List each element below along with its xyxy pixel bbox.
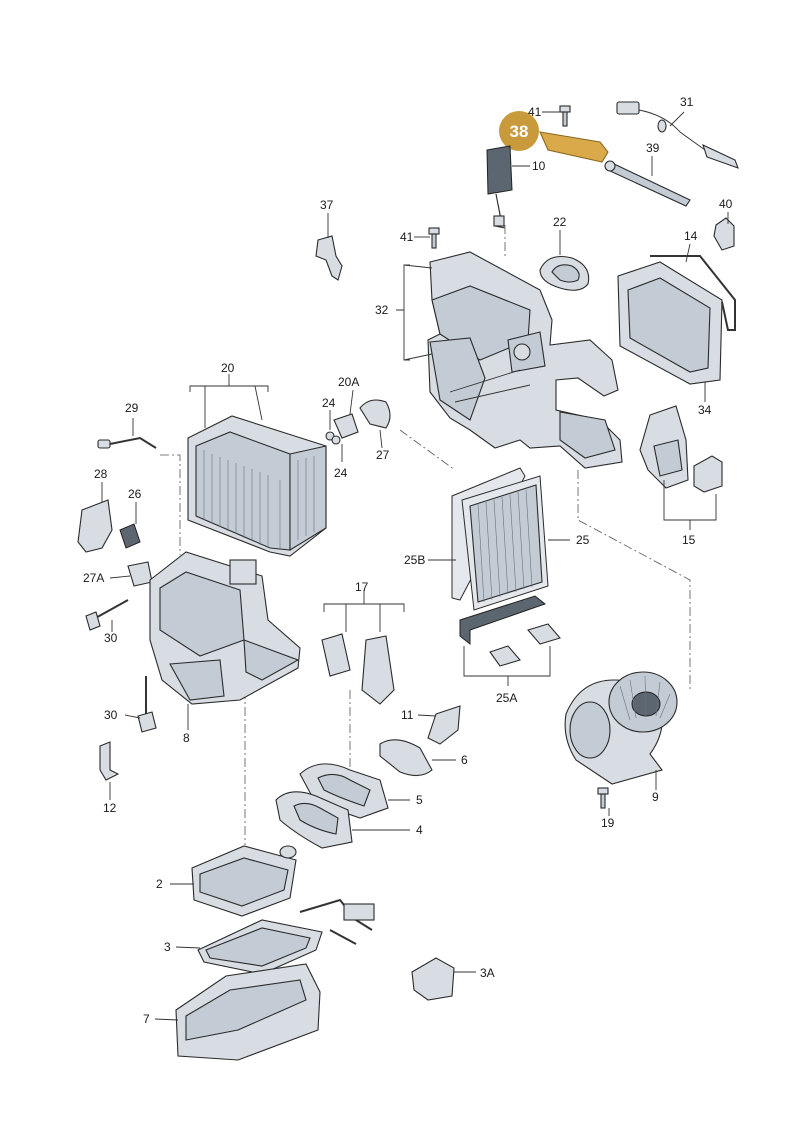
part-7-housing[interactable] [175, 963, 321, 1061]
callout-26: 26 [128, 487, 142, 501]
part-27[interactable] [359, 399, 391, 429]
callout-39: 39 [646, 141, 660, 155]
callout-4: 4 [416, 823, 423, 837]
callout-37: 37 [320, 198, 334, 212]
part-19-screw[interactable] [597, 787, 609, 809]
callout-20: 20 [221, 361, 235, 375]
part-38-badge [499, 111, 539, 151]
callout-5: 5 [416, 793, 423, 807]
part-14[interactable] [617, 255, 736, 385]
part-12[interactable] [99, 741, 120, 781]
callout-6: 6 [461, 753, 468, 767]
part-37[interactable] [315, 235, 343, 281]
part-22[interactable] [539, 255, 590, 291]
part-41-screw-top[interactable] [559, 105, 571, 127]
callout-27a: 27A [83, 571, 104, 585]
callout-20a: 20A [338, 375, 359, 389]
part-15-right[interactable] [693, 455, 723, 493]
part-20-evaporator[interactable] [187, 415, 327, 557]
part-26[interactable] [119, 523, 141, 549]
part-6[interactable] [379, 739, 433, 777]
callout-11: 11 [401, 708, 414, 722]
callout-19: 19 [601, 816, 615, 830]
callout-3a: 3A [480, 966, 495, 980]
callout-32: 32 [375, 303, 389, 317]
callout-24-top: 24 [322, 396, 336, 410]
part-25a-b[interactable] [489, 645, 521, 667]
callout-28: 28 [94, 467, 108, 481]
callout-3: 3 [164, 940, 171, 954]
part-41-screw-mid[interactable] [428, 227, 440, 249]
part-17-right[interactable] [361, 635, 395, 705]
callout-7: 7 [143, 1012, 150, 1026]
part-17-left[interactable] [321, 633, 351, 677]
callout-27: 27 [376, 448, 390, 462]
callout-24-bottom: 24 [334, 466, 348, 480]
callout-15: 15 [682, 533, 696, 547]
part-38-highlighted[interactable]: 38 [499, 111, 609, 163]
callout-12: 12 [103, 801, 117, 815]
part-28[interactable] [77, 499, 113, 553]
callout-2: 2 [156, 877, 163, 891]
part-38-label: 38 [510, 122, 529, 141]
callout-25b: 25B [404, 553, 425, 567]
part-39-cable[interactable] [604, 160, 691, 207]
part-30-top[interactable] [85, 599, 129, 631]
part-25-filter[interactable] [461, 475, 549, 611]
part-3[interactable] [197, 898, 375, 975]
part-25a-a[interactable] [459, 595, 547, 646]
callout-22: 22 [553, 215, 567, 229]
part-2-heater-core[interactable] [191, 845, 297, 917]
part-9-blower[interactable] [564, 671, 678, 785]
callout-8: 8 [183, 731, 190, 745]
part-15-left[interactable] [639, 405, 689, 489]
callout-10: 10 [532, 159, 546, 173]
part-40[interactable] [713, 217, 735, 251]
callout-31: 31 [680, 95, 694, 109]
callout-30-top: 30 [104, 631, 118, 645]
callout-labels: 41 10 31 39 40 14 37 41 22 32 34 15 20 2… [83, 95, 733, 1026]
callout-25: 25 [576, 533, 590, 547]
part-27a[interactable] [127, 561, 153, 587]
part-20a[interactable] [333, 413, 359, 439]
callout-30-bottom: 30 [104, 708, 118, 722]
assembly-lines [160, 225, 691, 845]
part-8-housing[interactable] [149, 551, 301, 705]
part-10[interactable] [486, 145, 513, 229]
part-4[interactable] [275, 791, 353, 849]
part-31-sensor[interactable] [616, 101, 739, 169]
callout-9: 9 [652, 790, 659, 804]
callout-29: 29 [125, 401, 139, 415]
part-11[interactable] [427, 705, 461, 745]
part-25a-c[interactable] [527, 623, 561, 645]
part-29[interactable] [97, 436, 157, 449]
part-30-bottom[interactable] [137, 676, 157, 733]
callout-41-mid: 41 [400, 230, 414, 244]
callout-25a: 25A [496, 691, 517, 705]
callout-14: 14 [684, 229, 698, 243]
callout-34: 34 [698, 403, 712, 417]
part-3a[interactable] [411, 957, 455, 1001]
part-24-rings[interactable] [325, 431, 341, 445]
part-32-housing[interactable] [427, 251, 623, 469]
callout-41-top: 41 [528, 105, 542, 119]
callout-17: 17 [355, 580, 369, 594]
leader-lines [101, 111, 729, 1021]
callout-40: 40 [719, 197, 733, 211]
